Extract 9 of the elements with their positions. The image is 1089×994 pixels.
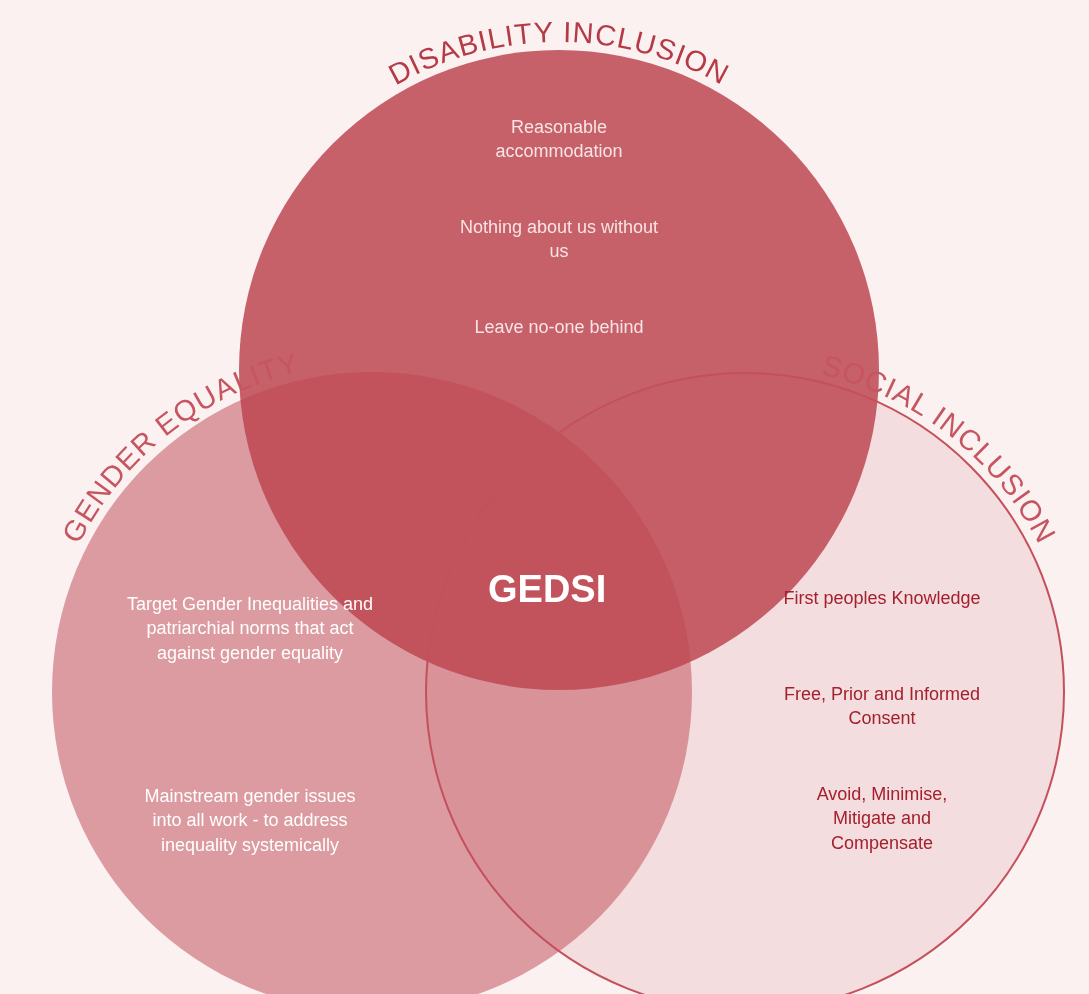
circle-text: First peoples Knowledge [782, 587, 982, 610]
center-label: GEDSI [488, 568, 607, 611]
circle-text: Avoid, Minimise, Mitigate and Compensate [815, 783, 949, 855]
circle-text: Leave no-one behind [473, 316, 645, 339]
circle-text: Nothing about us without us [458, 216, 660, 264]
circle-text: Target Gender Inequalities and patriarchial norms that act against gender equality [125, 593, 375, 665]
circle-text: Free, Prior and Informed Consent [782, 683, 982, 731]
circle-text: Mainstream gender issues into all work - to address inequality systemically [143, 785, 357, 857]
circle-text: Reasonable accommodation [494, 116, 624, 164]
